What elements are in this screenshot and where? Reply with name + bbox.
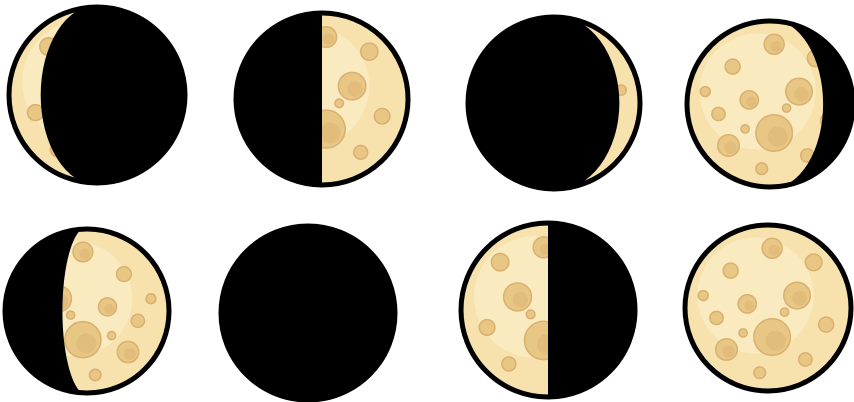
shadow — [548, 221, 637, 399]
crater — [479, 320, 495, 336]
moon-full-moon — [685, 225, 851, 391]
moon-last-quarter — [461, 221, 637, 399]
crater — [146, 294, 156, 304]
moon-waxing-crescent-thin — [9, 5, 187, 185]
crater — [723, 263, 738, 278]
crater — [805, 254, 822, 271]
crater — [131, 314, 144, 327]
crater — [117, 267, 132, 282]
crater — [780, 308, 788, 316]
crater — [491, 253, 508, 270]
crater — [67, 311, 75, 319]
crater — [354, 145, 368, 159]
moon-first-quarter — [234, 11, 408, 187]
crater — [819, 317, 834, 332]
crater — [108, 332, 116, 340]
moon-new-moon — [219, 224, 397, 402]
moon-waxing-gibbous — [3, 227, 169, 395]
crater — [700, 87, 710, 97]
crater — [799, 353, 812, 366]
crater — [526, 310, 535, 319]
crater — [710, 311, 723, 324]
crater — [361, 43, 378, 60]
crater — [725, 59, 740, 74]
crater — [782, 104, 790, 112]
crater — [756, 163, 768, 175]
moon-waning-gibbous — [687, 19, 854, 189]
crater — [712, 107, 725, 120]
crater — [27, 105, 43, 121]
crater — [502, 357, 516, 371]
crater — [374, 108, 389, 123]
shadow — [234, 11, 322, 187]
shadow — [466, 15, 619, 191]
moon-crescent-thin-right — [466, 15, 640, 191]
moon-phases-grid — [3, 5, 854, 402]
crater — [335, 99, 344, 108]
crater — [739, 329, 747, 337]
crater — [89, 369, 100, 380]
shadow — [41, 5, 187, 185]
crater — [754, 367, 766, 379]
crater — [741, 125, 749, 133]
crater — [698, 291, 708, 301]
